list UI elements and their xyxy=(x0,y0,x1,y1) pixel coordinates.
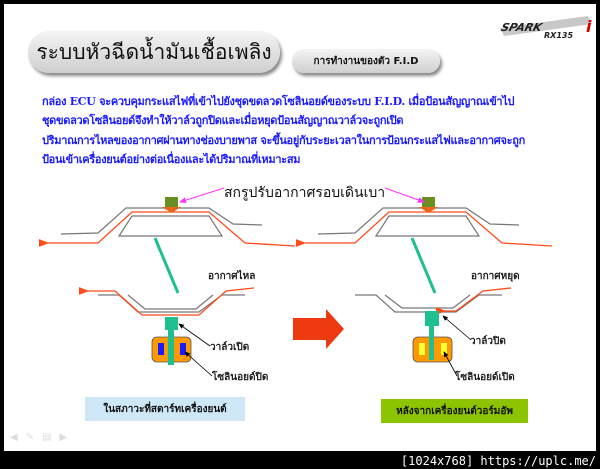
air-flow-upper xyxy=(38,211,296,247)
air-label-left: อากาศไหล xyxy=(208,271,256,282)
back-icon[interactable]: ◀ xyxy=(10,432,18,443)
idle-screw xyxy=(422,197,435,207)
air-label-right: อากาศหยุด xyxy=(471,271,520,282)
valve xyxy=(165,317,178,330)
forward-icon[interactable]: ▶ xyxy=(59,432,68,443)
valve-pointer xyxy=(178,323,211,347)
paragraph-line: ป้อนเข้าเครื่องยนต์อย่างต่อเนื่องและได้ป… xyxy=(42,153,301,166)
pen-icon[interactable]: ✎ xyxy=(25,432,35,443)
solenoid-label-left: โซลินอยด์ปิด xyxy=(212,372,269,383)
coil xyxy=(180,343,186,355)
solenoid-pointer xyxy=(184,351,213,377)
caption-left: ในสภาวะที่สตาร์ทเครื่องยนต์ xyxy=(85,397,245,421)
paragraph-line: ชุดขดลวดโซลินอยด์จึงทำให้วาล์วถูกปิดและเ… xyxy=(42,114,404,127)
air-flow-lower xyxy=(78,287,255,316)
screw-pointer-left xyxy=(179,187,225,204)
left-diagram xyxy=(38,197,296,377)
paragraph-line: ปริมาณการไหลของอากาศผ่านทางช่องบายพาส จะ… xyxy=(42,134,525,147)
coil xyxy=(419,343,425,355)
footer-watermark: [1024x768] https://uplc.me/ xyxy=(400,454,596,468)
svg-text:RX135: RX135 xyxy=(544,31,573,40)
valve-stem xyxy=(168,330,174,365)
solenoid-label-right: โซลินอยด์เปิด xyxy=(455,372,515,383)
page-subtitle: การทำงานของตัว F.I.D xyxy=(292,49,440,73)
bypass-rod xyxy=(153,237,180,294)
right-diagram xyxy=(295,197,553,377)
diagram-graphics xyxy=(38,187,553,377)
valve-label-left: วาล์วเปิด xyxy=(210,342,250,353)
page-title: ระบบหัวฉีดน้ำมันเชื้อเพลิง xyxy=(28,31,280,73)
transition-arrow-icon xyxy=(293,309,344,349)
valve-label-right: วาล์วปิด xyxy=(470,336,506,347)
lower-inner xyxy=(127,294,214,310)
slide-nav: ◀ ✎ ▤ ▶ xyxy=(10,432,67,443)
slide: ระบบหัวฉีดน้ำมันเชื้อเพลิง การทำงานของตั… xyxy=(4,4,596,451)
lower-housing xyxy=(98,294,245,313)
throttle-body-upper xyxy=(117,215,224,237)
air-flow-lower-blocked xyxy=(435,287,512,315)
valve-stem xyxy=(429,326,434,360)
screw-arrow-icon xyxy=(162,207,181,213)
coil xyxy=(441,343,447,355)
air-flow-upper xyxy=(295,211,553,247)
paragraph-line: กล่อง ECU จะควบคุมกระแสไฟที่เข้าไปยังชุด… xyxy=(42,95,515,108)
brand-logo: SPARK RX135 i xyxy=(500,16,592,40)
screw-pointer-right xyxy=(384,187,425,203)
valve xyxy=(425,311,439,326)
idle-screw xyxy=(165,197,178,207)
svg-text:SPARK: SPARK xyxy=(500,21,545,34)
svg-text:i: i xyxy=(586,17,592,36)
bypass-rod xyxy=(410,237,437,294)
menu-icon[interactable]: ▤ xyxy=(42,432,52,443)
caption-right: หลังจากเครื่องยนต์วอร์มอัพ xyxy=(381,399,528,423)
diagram-title: สกรูปรับอากาศรอบเดินเบา xyxy=(224,185,386,201)
coil xyxy=(158,343,164,355)
